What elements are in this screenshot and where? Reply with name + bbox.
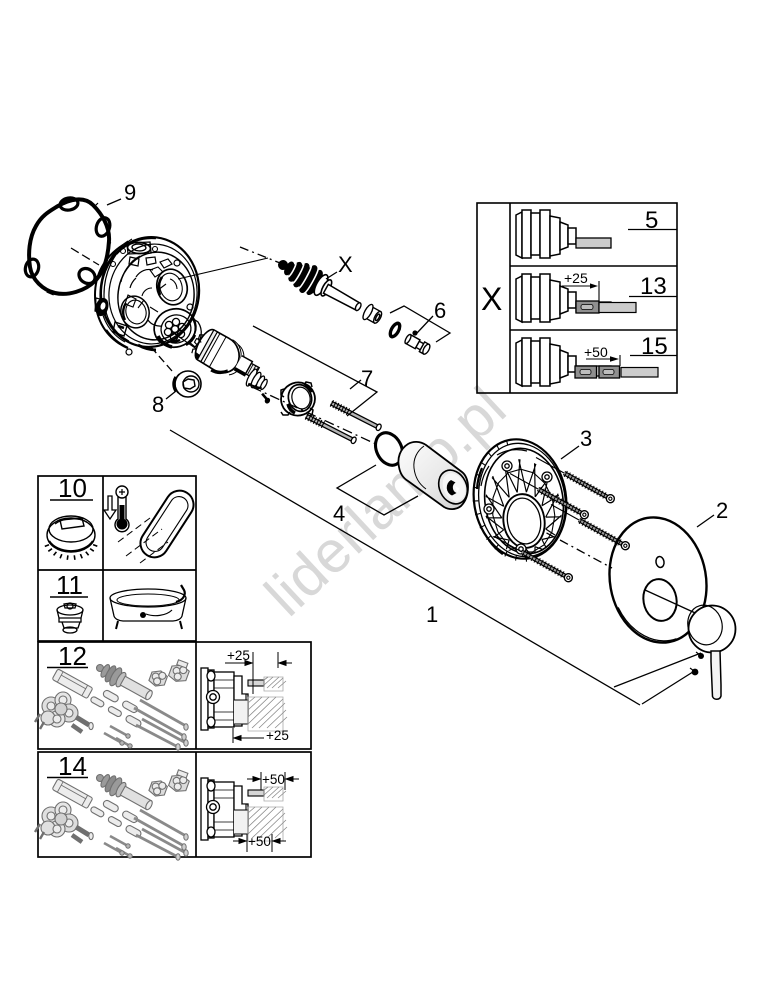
svg-text:4: 4 xyxy=(333,501,345,526)
svg-text:13: 13 xyxy=(640,273,667,300)
svg-text:12: 12 xyxy=(58,641,87,671)
svg-text:X: X xyxy=(481,281,502,317)
svg-text:3: 3 xyxy=(580,426,592,451)
svg-text:6: 6 xyxy=(434,298,446,323)
svg-text:2: 2 xyxy=(716,498,728,523)
svg-text:1: 1 xyxy=(426,602,438,627)
svg-text:14: 14 xyxy=(58,751,87,781)
svg-text:11: 11 xyxy=(56,570,83,600)
svg-text:9: 9 xyxy=(124,180,136,205)
svg-text:+25: +25 xyxy=(266,728,289,743)
svg-text:10: 10 xyxy=(58,473,87,503)
svg-text:+50: +50 xyxy=(248,834,271,849)
svg-text:+25: +25 xyxy=(227,648,250,663)
svg-text:+25: +25 xyxy=(564,270,588,286)
svg-text:+50: +50 xyxy=(584,344,608,360)
svg-text:8: 8 xyxy=(152,392,164,417)
svg-text:+50: +50 xyxy=(262,772,285,787)
svg-text:5: 5 xyxy=(645,207,658,234)
svg-text:X: X xyxy=(338,252,353,277)
